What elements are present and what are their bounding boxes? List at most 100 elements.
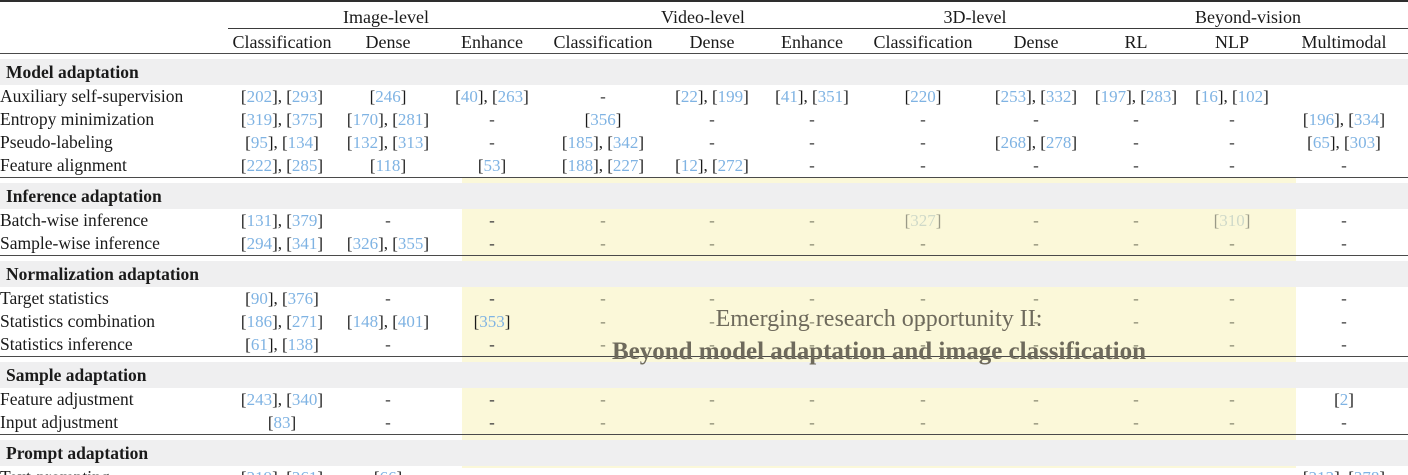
section-header-filler [662, 440, 762, 466]
table-cell: - [862, 466, 984, 475]
table-cell: - [1341, 413, 1347, 432]
table-cell: - [600, 87, 606, 106]
table-cell: [220] [904, 87, 942, 106]
column-header-8: RL [1124, 32, 1148, 52]
table-cell: - [1229, 335, 1235, 354]
column-header-5: Enhance [781, 32, 843, 52]
section-header-filler [1184, 183, 1280, 209]
column-header-6: Classification [873, 32, 973, 52]
group-underline [862, 28, 1088, 32]
table-cell: [22], [199] [675, 87, 749, 106]
column-header-10: Multimodal [1301, 32, 1387, 52]
group-header-video-level: Video-level [661, 7, 745, 27]
section-header-filler [662, 59, 762, 85]
section-header-filler [336, 59, 440, 85]
table-cell: - [1133, 413, 1139, 432]
row-label: Auxiliary self-supervision [0, 86, 184, 106]
table-cell: - [489, 110, 495, 129]
table-cell: - [1133, 335, 1139, 354]
table-cell: - [920, 390, 926, 409]
table-cell: [188], [227] [561, 156, 645, 175]
table-cell: [66] [336, 466, 440, 475]
table-cell: - [600, 335, 606, 354]
table-row: Feature alignment[222], [285][118][53][1… [0, 154, 1408, 178]
section-header-filler [544, 183, 662, 209]
table-row: Auxiliary self-supervision [202], [293] [2… [0, 85, 1408, 108]
table-cell: - [709, 234, 715, 253]
table-cell: - [440, 466, 544, 475]
section-title: Model adaptation [0, 59, 228, 85]
row-label: Feature alignment [0, 155, 127, 175]
row-label: Statistics combination [0, 311, 156, 331]
section-header-filler [762, 261, 862, 287]
table-cell: - [809, 289, 815, 308]
table-row: Text-prompting[219], [261][66]--------[2… [0, 466, 1408, 475]
table-cell: - [489, 335, 495, 354]
section-header-filler [544, 261, 662, 287]
group-underline [228, 28, 544, 32]
table-cell: - [1033, 390, 1039, 409]
row-label: Input adjustment [0, 412, 119, 432]
table-row: Batch-wise inference[131], [379]-----[32… [0, 209, 1408, 232]
table-cell: - [489, 211, 495, 230]
section-header-filler [1280, 362, 1408, 388]
table-cell: - [1229, 234, 1235, 253]
section-header-filler [1280, 440, 1408, 466]
table-cell: - [385, 289, 391, 308]
table-cell: - [1033, 312, 1039, 331]
table-cell: - [1033, 289, 1039, 308]
table-cell: - [385, 211, 391, 230]
column-header-9: NLP [1214, 32, 1249, 52]
section-header-filler [544, 362, 662, 388]
table-cell: [186], [271] [240, 312, 324, 331]
row-label: Target statistics [0, 288, 109, 308]
table-row: Statistics combination [186], [271] [148],… [0, 310, 1408, 333]
table-cell: - [1341, 234, 1347, 253]
section-header-filler [228, 440, 336, 466]
section-header-filler [762, 183, 862, 209]
table-cell: - [709, 289, 715, 308]
row-label: Batch-wise inference [0, 210, 149, 230]
table-cell: [353] [473, 312, 511, 331]
section-header-filler [984, 440, 1088, 466]
table-cell: - [1341, 156, 1347, 175]
section-header-filler [862, 59, 984, 85]
section-header-filler [440, 59, 544, 85]
table-cell: - [489, 289, 495, 308]
table-cell: - [1229, 390, 1235, 409]
table-cell: [118] [369, 156, 407, 175]
row-label: Pseudo-labeling [0, 132, 113, 152]
table-cell: - [385, 390, 391, 409]
section-header-filler [1280, 261, 1408, 287]
table-cell: - [544, 466, 662, 475]
table-cell: - [1133, 234, 1139, 253]
table-cell: - [709, 312, 715, 331]
section-header-filler [762, 440, 862, 466]
table-row: Statistics inference[61], [138]---------… [0, 333, 1408, 357]
table-cell: [148], [401] [346, 312, 430, 331]
section-header-row: Normalization adaptation [0, 261, 1408, 287]
table-cell: - [1133, 289, 1139, 308]
horizontal-rule [0, 0, 1408, 7]
section-header-filler [762, 59, 862, 85]
row-label: Feature adjustment [0, 389, 134, 409]
group-header-image-level: Image-level [343, 7, 429, 27]
section-header-filler [1088, 362, 1184, 388]
section-header-filler [862, 440, 984, 466]
table-cell: - [1341, 335, 1347, 354]
table-cell: - [489, 413, 495, 432]
table-cell: [202], [293] [240, 87, 324, 106]
section-header-filler [440, 440, 544, 466]
section-header-filler [336, 440, 440, 466]
section-header-filler [1088, 183, 1184, 209]
table-cell: - [600, 211, 606, 230]
table-cell: [83] [267, 413, 297, 432]
table-cell: - [600, 289, 606, 308]
table-cell: [16], [102] [1195, 87, 1269, 106]
column-header-0: Classification [232, 32, 332, 52]
table-cell: - [662, 466, 762, 475]
column-header-7: Dense [1013, 32, 1059, 52]
